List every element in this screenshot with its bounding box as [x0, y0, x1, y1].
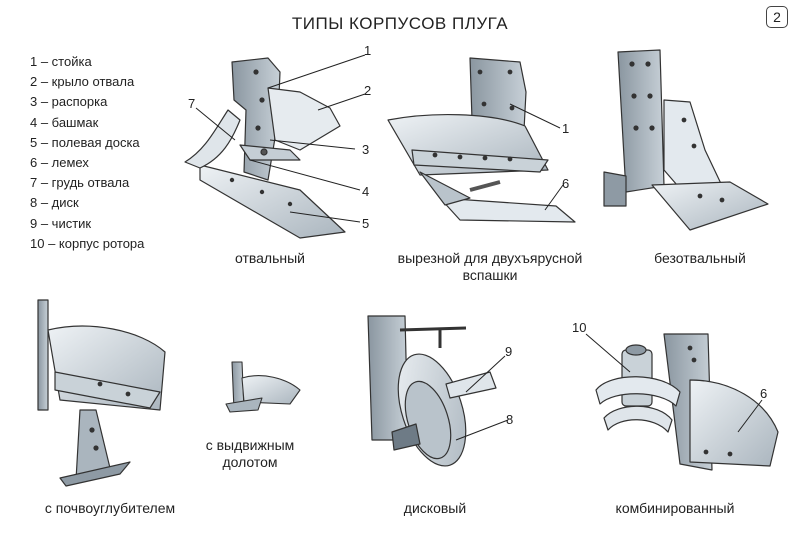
caption-cutout-line1: вырезной для двухъярусной: [397, 250, 583, 266]
callout-10: 10: [572, 320, 586, 335]
callout-6: 6: [562, 176, 569, 191]
caption-disc: дисковый: [403, 500, 467, 516]
callout-2: 2: [364, 83, 371, 98]
caption-combined: комбинированный: [615, 500, 735, 516]
legend-item: 9 – чистик: [30, 215, 92, 231]
subsoiler-plough-drawing: [37, 299, 166, 487]
legend-item: 5 – полевая доска: [30, 134, 140, 150]
callout-4: 4: [362, 184, 369, 199]
caption-moldboardless: безотвальный: [654, 250, 746, 266]
caption-subsoiler: с почвоуглубителем: [44, 500, 176, 516]
cutout-leader-lines: [509, 103, 564, 211]
legend-item: 2 – крыло отвала: [30, 74, 135, 90]
callout-9: 9: [505, 344, 512, 359]
page-number-badge: 2: [766, 6, 788, 28]
legend-item: 4 – башмак: [30, 114, 99, 130]
caption-moldboard: отвальный: [234, 250, 306, 266]
callout-7: 7: [188, 96, 195, 111]
legend-item: 7 – грудь отвала: [30, 175, 130, 191]
legend-item: 8 – диск: [30, 195, 79, 211]
moldboard-plough-drawing: [184, 57, 346, 239]
caption-chisel-line2: долотом: [222, 454, 278, 470]
moldboard-leader-lines: [195, 54, 366, 223]
legend: 1 – стойка 2 – крыло отвала 3 – распорка…: [30, 52, 144, 254]
callout-1: 1: [562, 121, 569, 136]
page-title: ТИПЫ КОРПУСОВ ПЛУГА: [291, 14, 509, 33]
legend-item: 10 – корпус ротора: [30, 235, 145, 251]
cutout-plough-drawing: [387, 57, 576, 223]
moldboardless-plough-drawing: [603, 49, 769, 231]
caption-chisel-line1: с выдвижным: [205, 437, 295, 453]
caption-chisel: с выдвижным долотом: [195, 437, 305, 471]
callout-3: 3: [362, 142, 369, 157]
chisel-plough-drawing: [225, 361, 301, 413]
disc-plough-drawing: [367, 315, 497, 467]
callout-5: 5: [362, 216, 369, 231]
caption-cutout-line2: вспашки: [462, 267, 518, 283]
callout-1: 1: [364, 43, 371, 58]
disc-leader-lines: [455, 355, 509, 441]
legend-item: 3 – распорка: [30, 94, 108, 110]
caption-cutout: вырезной для двухъярусной вспашки: [360, 250, 620, 284]
callout-6: 6: [760, 386, 767, 401]
legend-item: 1 – стойка: [30, 54, 92, 69]
callout-8: 8: [506, 412, 513, 427]
combined-plough-drawing: [595, 333, 779, 471]
combined-leader-lines: [585, 333, 763, 433]
legend-item: 6 – лемех: [30, 155, 89, 171]
